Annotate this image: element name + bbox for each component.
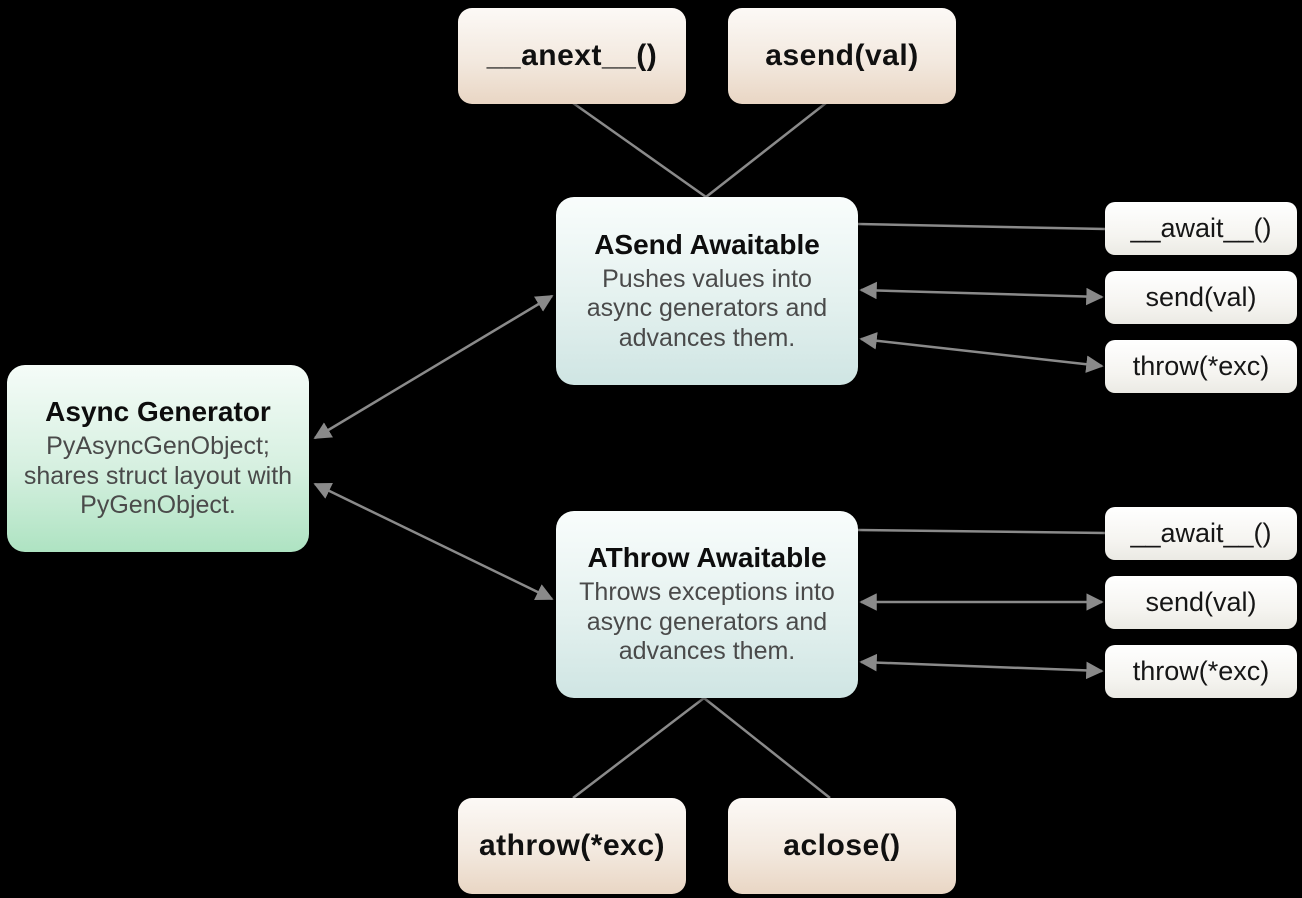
asend-throw-label: throw(*exc) <box>1132 351 1270 381</box>
node-asend-await-protocol: __await__() <box>1105 202 1297 255</box>
node-async-generator: Async Generator PyAsyncGenObject; shares… <box>7 365 309 552</box>
edge-athrow-awaitable-await <box>857 528 1106 535</box>
asend-awaitable-title: ASend Awaitable <box>594 228 820 260</box>
node-athrow-method: athrow(*exc) <box>458 798 686 894</box>
node-asend-throw-protocol: throw(*exc) <box>1105 340 1297 393</box>
athrow-throw-label: throw(*exc) <box>1132 656 1270 686</box>
async-generator-title: Async Generator <box>45 396 271 428</box>
node-anext-method: __anext__() <box>458 8 686 104</box>
athrow-method-label: athrow(*exc) <box>478 829 666 862</box>
edge-async-generator-asend-awaitable <box>313 294 554 440</box>
node-athrow-send-protocol: send(val) <box>1105 576 1297 629</box>
node-asend-send-protocol: send(val) <box>1105 271 1297 324</box>
athrow-awaitable-title: AThrow Awaitable <box>587 542 827 574</box>
edge-asend-to-asend-awaitable <box>705 102 827 198</box>
edge-anext-to-asend-awaitable <box>572 101 707 199</box>
node-athrow-await-protocol: __await__() <box>1105 507 1297 560</box>
athrow-await-label: __await__() <box>1130 518 1272 548</box>
edge-asend-awaitable-await <box>857 222 1106 231</box>
asend-await-label: __await__() <box>1130 213 1272 243</box>
asend-awaitable-description: Pushes values into async generators and … <box>586 264 828 352</box>
node-aclose-method: aclose() <box>728 798 956 894</box>
anext-label: __anext__() <box>486 39 658 72</box>
athrow-awaitable-description: Throws exceptions into async generators … <box>579 578 835 666</box>
async-generator-description: PyAsyncGenObject; shares struct layout w… <box>23 432 293 520</box>
edge-async-generator-athrow-awaitable <box>313 482 554 601</box>
edge-asend-awaitable-send <box>859 281 1104 306</box>
edge-athrow-method-to-athrow-awaitable <box>572 697 705 799</box>
aclose-label: aclose() <box>783 829 901 862</box>
edge-aclose-to-athrow-awaitable <box>703 697 831 799</box>
edge-athrow-awaitable-throw <box>859 653 1104 680</box>
node-athrow-throw-protocol: throw(*exc) <box>1105 645 1297 698</box>
edge-asend-awaitable-throw <box>859 332 1104 373</box>
node-athrow-awaitable: AThrow Awaitable Throws exceptions into … <box>556 511 858 698</box>
node-asend-awaitable: ASend Awaitable Pushes values into async… <box>556 197 858 385</box>
node-asend-method: asend(val) <box>728 8 956 104</box>
asend-label: asend(val) <box>765 39 919 72</box>
asend-send-label: send(val) <box>1145 282 1257 312</box>
athrow-send-label: send(val) <box>1145 587 1257 617</box>
